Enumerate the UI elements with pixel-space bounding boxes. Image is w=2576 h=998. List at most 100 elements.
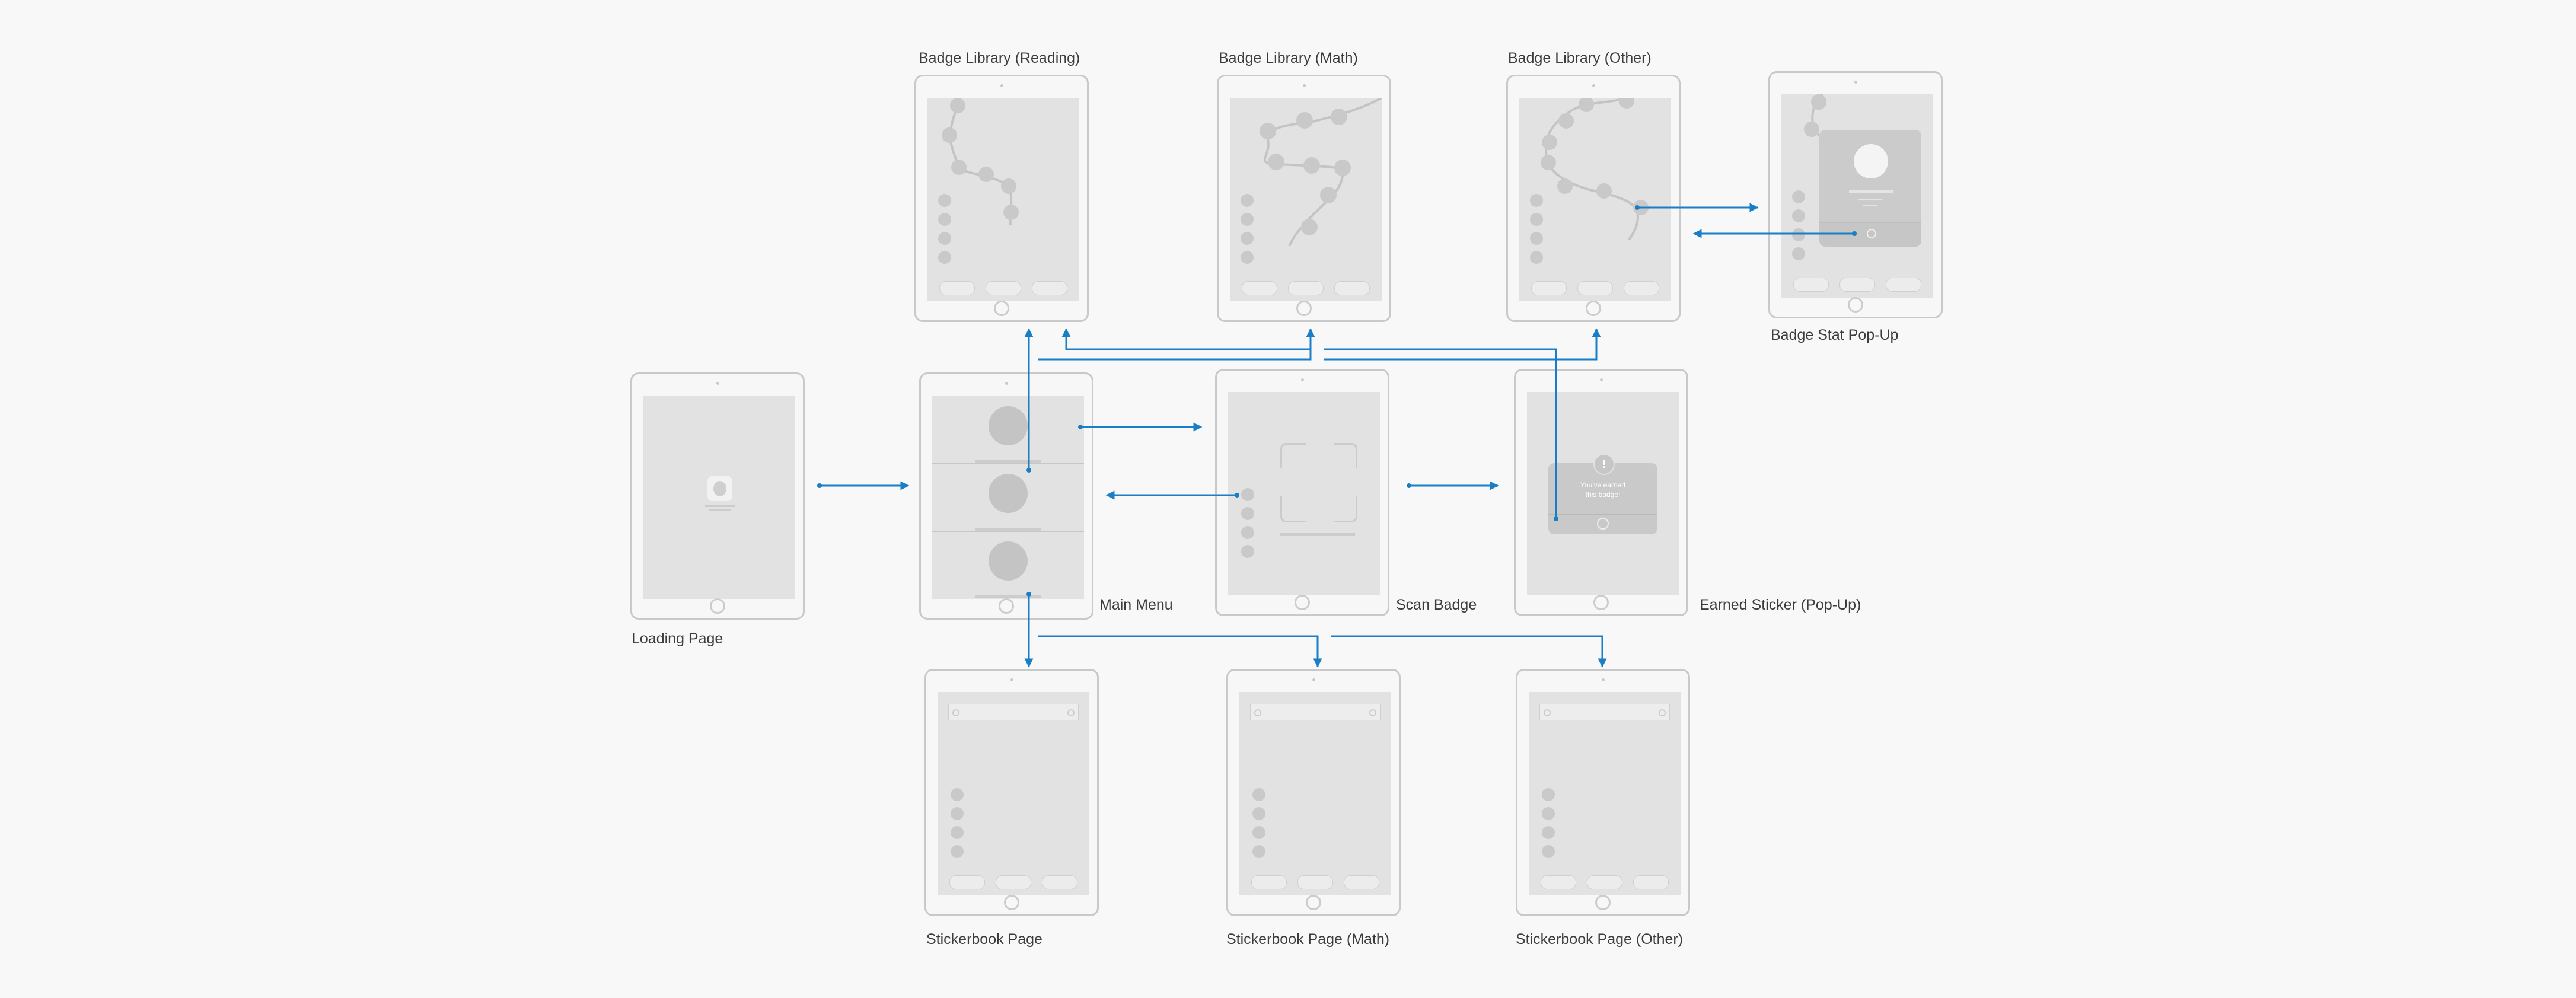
side-dot[interactable] (938, 213, 951, 226)
tab-other[interactable] (1886, 278, 1921, 292)
side-dot[interactable] (1542, 807, 1555, 820)
home-button[interactable] (1004, 895, 1019, 910)
side-dot[interactable] (1542, 788, 1555, 801)
tab-math[interactable] (1288, 281, 1324, 295)
side-dot[interactable] (1792, 228, 1805, 241)
badge-node[interactable] (1542, 135, 1557, 150)
side-dot[interactable] (951, 807, 964, 820)
tab-reading[interactable] (1793, 278, 1829, 292)
side-dot[interactable] (951, 845, 964, 858)
side-dot[interactable] (1530, 251, 1543, 264)
side-dot[interactable] (1530, 194, 1543, 207)
badge-node[interactable] (1579, 98, 1594, 112)
side-dot[interactable] (1241, 213, 1254, 226)
side-dot[interactable] (1241, 507, 1254, 520)
tab-other[interactable] (1633, 875, 1669, 889)
side-dot[interactable] (1252, 845, 1265, 858)
tab-other[interactable] (1344, 875, 1379, 889)
tab-reading[interactable] (1251, 875, 1287, 889)
side-dot[interactable] (1530, 232, 1543, 245)
side-dot[interactable] (938, 232, 951, 245)
filter-icon[interactable] (1067, 709, 1075, 716)
badge-node[interactable] (1557, 178, 1573, 194)
side-dot[interactable] (1792, 190, 1805, 203)
badge-node[interactable] (1301, 219, 1318, 235)
side-dot[interactable] (1252, 807, 1265, 820)
badge-node[interactable] (1558, 113, 1574, 129)
badge-node[interactable] (1268, 154, 1284, 170)
tab-math[interactable] (986, 281, 1021, 295)
side-dot[interactable] (938, 251, 951, 264)
home-button[interactable] (994, 301, 1009, 316)
badge-node[interactable] (1003, 205, 1019, 220)
menu-row-stickerbook[interactable] (932, 531, 1084, 598)
tab-reading[interactable] (1541, 875, 1576, 889)
home-button[interactable] (1306, 895, 1321, 910)
badge-node[interactable] (942, 127, 957, 143)
badge-node[interactable] (1334, 160, 1351, 176)
side-dot[interactable] (1530, 213, 1543, 226)
side-dot[interactable] (1241, 232, 1254, 245)
home-button[interactable] (1593, 595, 1609, 610)
side-dot[interactable] (951, 826, 964, 839)
tab-other[interactable] (1032, 281, 1067, 295)
filter-icon[interactable] (1369, 709, 1376, 716)
badge-node[interactable] (1320, 187, 1337, 203)
side-dot[interactable] (1542, 845, 1555, 858)
badge-node[interactable] (978, 167, 994, 182)
badge-node[interactable] (1296, 112, 1313, 129)
home-button[interactable] (1848, 297, 1863, 313)
tab-reading[interactable] (1242, 281, 1277, 295)
badge-node[interactable] (950, 98, 965, 113)
menu-row-scan[interactable] (932, 396, 1084, 464)
side-dot[interactable] (1241, 488, 1254, 501)
side-dot[interactable] (1252, 788, 1265, 801)
home-button[interactable] (710, 598, 725, 614)
badge-node[interactable] (1619, 98, 1634, 109)
home-button[interactable] (1595, 895, 1611, 910)
tab-math[interactable] (1297, 875, 1333, 889)
side-dot[interactable] (938, 194, 951, 207)
tab-reading[interactable] (939, 281, 975, 295)
home-button[interactable] (999, 598, 1014, 614)
badge-node[interactable] (1260, 123, 1276, 139)
side-dot[interactable] (1252, 826, 1265, 839)
side-dot[interactable] (1241, 194, 1254, 207)
home-button[interactable] (1296, 301, 1312, 316)
side-dot[interactable] (1241, 251, 1254, 264)
smile-icon[interactable] (1597, 518, 1609, 530)
filter-icon[interactable] (1659, 709, 1666, 716)
tab-math[interactable] (1577, 281, 1613, 295)
side-dot[interactable] (1542, 826, 1555, 839)
menu-row-badge-library[interactable] (932, 463, 1084, 532)
badge-node[interactable] (1804, 122, 1819, 137)
tab-other[interactable] (1042, 875, 1077, 889)
side-dot[interactable] (1241, 526, 1254, 539)
badge-path-line (1544, 98, 1640, 241)
side-dot[interactable] (951, 788, 964, 801)
tab-math[interactable] (1587, 875, 1622, 889)
tab-reading[interactable] (1531, 281, 1567, 295)
side-dot[interactable] (1792, 209, 1805, 222)
tab-other[interactable] (1334, 281, 1370, 295)
home-button[interactable] (1295, 595, 1310, 610)
home-button[interactable] (1586, 301, 1601, 316)
tab-reading[interactable] (949, 875, 985, 889)
badge-node[interactable] (1331, 109, 1347, 125)
side-dot[interactable] (1241, 545, 1254, 558)
tab-other[interactable] (1624, 281, 1659, 295)
badge-node[interactable] (1596, 183, 1612, 199)
tab-math[interactable] (1839, 278, 1875, 292)
badge-node[interactable] (1811, 94, 1826, 110)
badge-node[interactable] (1303, 157, 1320, 174)
search-bar[interactable] (948, 704, 1079, 720)
arrow-main-to-stickerbook-other (1331, 635, 1607, 668)
badge-node[interactable] (1541, 155, 1556, 170)
badge-node[interactable] (1001, 178, 1016, 194)
search-bar[interactable] (1539, 704, 1670, 720)
tab-math[interactable] (996, 875, 1031, 889)
side-dot[interactable] (1792, 247, 1805, 260)
close-icon[interactable] (1867, 229, 1876, 238)
badge-node[interactable] (951, 160, 967, 175)
search-bar[interactable] (1250, 704, 1381, 720)
